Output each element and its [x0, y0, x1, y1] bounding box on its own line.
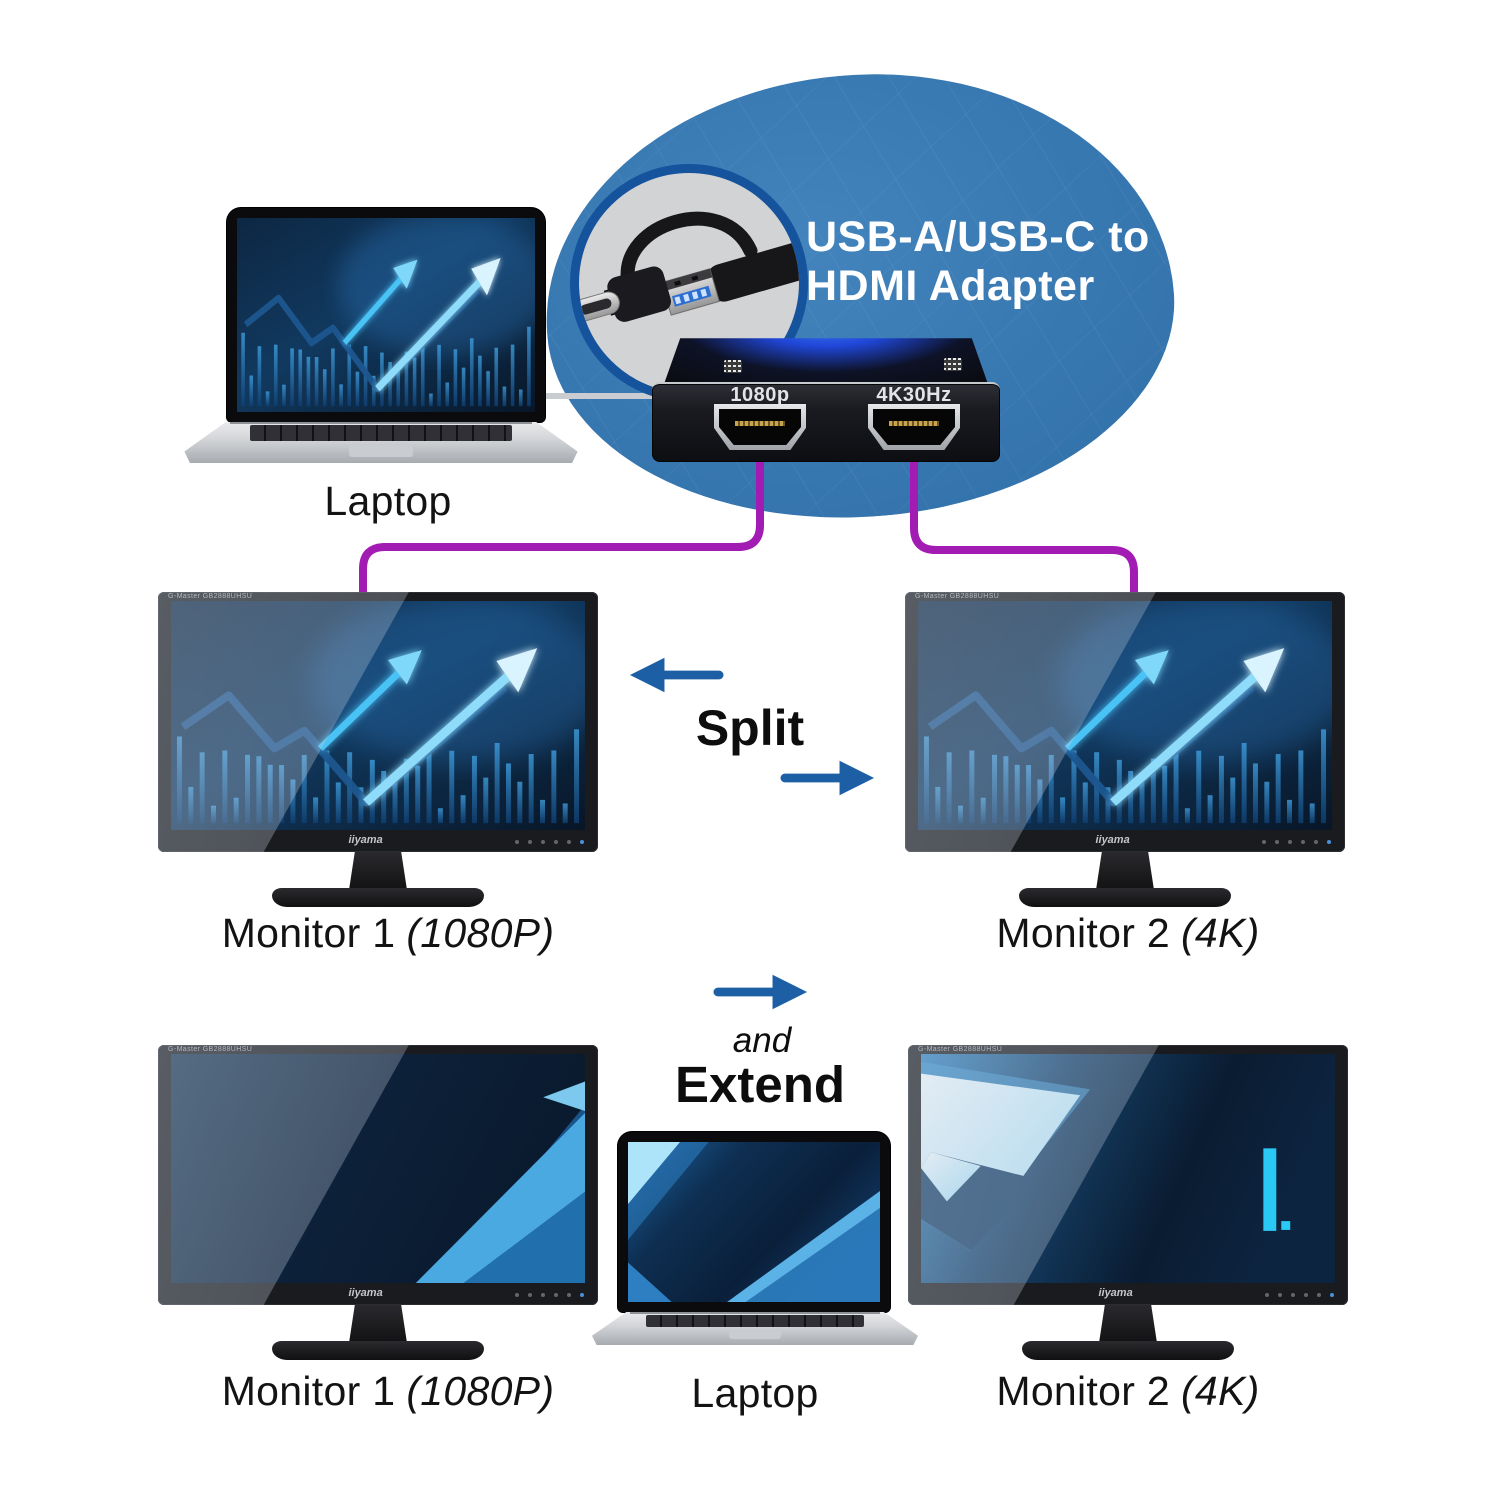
laptop-bezel	[227, 208, 545, 422]
monitor-brand-text: G-Master GB2888UHSU	[168, 1046, 253, 1053]
hdmi-adapter: 1080p 4K30Hz	[652, 332, 1000, 462]
monitor-buttons	[567, 840, 571, 844]
monitor2-extend-label: Monitor 2(4K)	[903, 1368, 1353, 1415]
monitor-screen	[921, 1054, 1335, 1283]
hdmi-port-1080p	[714, 404, 806, 450]
port1-label: 1080p	[730, 384, 790, 406]
monitor-brand-text: G-Master GB2888UHSU	[918, 1046, 1003, 1053]
monitor-frame: G-Master GB2888UHSU iiyama	[158, 1045, 598, 1305]
laptop-extend	[590, 1128, 920, 1346]
hdmi-pins	[735, 421, 785, 426]
laptop-keyboard-deck	[184, 422, 578, 463]
monitor-buttons	[567, 1293, 571, 1297]
monitor-resolution: (4K)	[1180, 910, 1260, 956]
right-arrow-icon	[780, 758, 876, 798]
monitor-stand-base	[1022, 1341, 1234, 1360]
iiyama-logo: iiyama	[1095, 834, 1130, 846]
monitor1-extend-label: Monitor 1(1080P)	[163, 1368, 613, 1415]
laptop-keyboard	[249, 425, 513, 441]
monitor-stand-base	[272, 1341, 484, 1360]
monitor-name: Monitor 1	[221, 910, 396, 956]
monitor-resolution: (1080P)	[406, 910, 555, 956]
laptop-trackpad	[349, 445, 413, 457]
port2-label: 4K30Hz	[876, 384, 952, 406]
monitor-stand-base	[272, 888, 484, 907]
monitor1-split-label: Monitor 1(1080P)	[163, 910, 613, 957]
hdmi-port-inner	[719, 409, 801, 445]
monitor-stand-neck	[1096, 852, 1154, 890]
laptop-to-adapter-cable	[540, 393, 678, 399]
monitor-buttons	[1314, 840, 1318, 844]
certification-logo-icon	[944, 358, 962, 371]
headline: USB-A/USB-C to HDMI Adapter	[806, 213, 1166, 311]
laptop-top	[182, 195, 580, 463]
headline-line2: HDMI Adapter	[806, 262, 1095, 311]
monitor-buttons	[1317, 1293, 1321, 1297]
extend-title: Extend	[674, 1056, 846, 1113]
laptop-screen	[628, 1142, 880, 1302]
left-arrow-icon	[628, 655, 724, 695]
monitor-stand-neck	[1099, 1305, 1157, 1343]
laptop-bezel	[618, 1132, 890, 1312]
monitor-brand-text: G-Master GB2888UHSU	[168, 593, 253, 600]
laptop-extend-label: Laptop	[605, 1370, 905, 1417]
monitor-bottom-bezel: iiyama	[918, 833, 1332, 849]
monitor-screen	[918, 601, 1332, 830]
monitor-frame: G-Master GB2888UHSU iiyama	[905, 592, 1345, 852]
monitor-resolution: (4K)	[1180, 1368, 1260, 1414]
monitor-bottom-bezel: iiyama	[171, 833, 585, 849]
iiyama-logo: iiyama	[348, 1287, 383, 1299]
adapter-top-face	[664, 338, 988, 384]
monitor-screen	[171, 601, 585, 830]
laptop-hinge	[629, 1312, 881, 1314]
monitor-frame: G-Master GB2888UHSU iiyama	[158, 592, 598, 852]
monitor-frame: G-Master GB2888UHSU iiyama	[908, 1045, 1348, 1305]
laptop-screen	[237, 218, 535, 412]
laptop-keyboard-deck	[591, 1312, 919, 1345]
monitor-stand-neck	[349, 852, 407, 890]
laptop-hinge	[229, 422, 533, 424]
hdmi-port-4k	[868, 404, 960, 450]
laptop-top-label: Laptop	[238, 478, 538, 525]
monitor-resolution: (1080P)	[406, 1368, 555, 1414]
monitor-screen	[171, 1054, 585, 1283]
iiyama-logo: iiyama	[348, 834, 383, 846]
iiyama-logo: iiyama	[1098, 1287, 1133, 1299]
laptop-keyboard	[646, 1315, 864, 1327]
monitor-bottom-bezel: iiyama	[171, 1286, 585, 1302]
laptop-label-text: Laptop	[691, 1370, 819, 1416]
extend-conjunction: and	[732, 1021, 792, 1060]
monitor-bottom-bezel: iiyama	[921, 1286, 1335, 1302]
monitor-stand-neck	[349, 1305, 407, 1343]
monitor2-split-label: Monitor 2(4K)	[903, 910, 1353, 957]
monitor-name: Monitor 2	[996, 910, 1170, 956]
monitor-stand-base	[1019, 888, 1231, 907]
laptop-trackpad	[728, 1330, 782, 1339]
laptop-label-text: Laptop	[324, 478, 452, 524]
monitor-name: Monitor 2	[996, 1368, 1170, 1414]
right-arrow-icon	[713, 972, 809, 1012]
split-title: Split	[695, 700, 805, 756]
certification-logo-icon	[724, 360, 742, 373]
hdmi-pins	[889, 421, 939, 426]
monitor-name: Monitor 1	[221, 1368, 396, 1414]
monitor-brand-text: G-Master GB2888UHSU	[915, 593, 1000, 600]
headline-line1: USB-A/USB-C to	[806, 213, 1150, 261]
hdmi-port-inner	[873, 409, 955, 445]
